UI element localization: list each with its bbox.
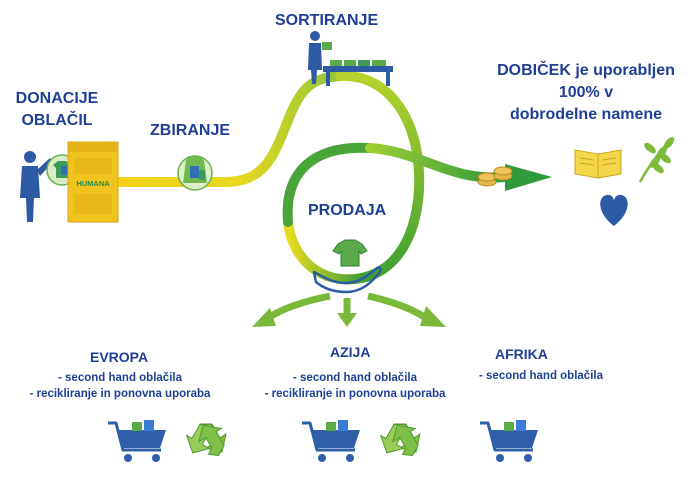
stage-donation-label: DONACIJE OBLAČIL [2, 88, 112, 132]
donor-person-icon [20, 151, 53, 222]
region-africa-name: AFRIKA [495, 346, 548, 362]
stage-profit-line3: dobrodelne namene [509, 106, 663, 123]
open-book-icon [574, 149, 622, 179]
region-asia-item: - recikliranje in ponovna uporaba [264, 388, 446, 400]
recycle-icon [379, 423, 421, 457]
region-africa-items: - second hand oblačila [466, 368, 616, 384]
arrow-to-africa [367, 292, 428, 321]
humana-container-icon: HUMANA [67, 141, 119, 223]
shopping-cart-icon [480, 420, 538, 462]
collection-bag-icon [177, 155, 213, 191]
region-africa-item: - second hand oblačila [479, 370, 603, 382]
stage-sales-label: PRODAJA [308, 202, 387, 219]
region-europe-item: - second hand oblačila [58, 372, 182, 384]
shopping-cart-icon [108, 420, 166, 462]
stage-profit-line2: 100% v [558, 84, 614, 101]
region-asia-item: - second hand oblačila [293, 372, 417, 384]
arrow-to-europe [266, 292, 331, 321]
region-europe-item: - recikliranje in ponovna uporaba [29, 388, 211, 400]
open-hand-icon [312, 266, 382, 294]
heart-icon [600, 194, 628, 226]
stage-donation-line2: OBLAČIL [21, 112, 93, 129]
stage-profit-line1: DOBIČEK je uporabljen [497, 62, 675, 79]
coins-icon [477, 166, 513, 187]
flow-path [110, 67, 552, 288]
tshirt-icon [332, 239, 368, 267]
distribution-arrows [252, 292, 446, 327]
shopping-cart-icon [302, 420, 360, 462]
region-asia-items: - second hand oblačila - recikliranje in… [243, 370, 467, 402]
wheat-icon [638, 137, 675, 183]
stage-collection-label: ZBIRANJE [150, 122, 231, 139]
container-label: HUMANA [76, 179, 110, 188]
stage-sorting-label: SORTIRANJE [275, 12, 379, 29]
sorting-table-icon [323, 60, 393, 86]
loop-top [282, 142, 375, 227]
loop-bottom [283, 217, 367, 285]
region-asia-name: AZIJA [330, 344, 371, 360]
sorting-worker-icon [308, 31, 332, 84]
region-europe-name: EVROPA [90, 349, 149, 365]
recycle-icon [185, 423, 227, 457]
exit-arrowhead [505, 164, 552, 191]
region-europe-items: - second hand oblačila - recikliranje in… [8, 370, 232, 402]
stage-donation-line1: DONACIJE [15, 90, 99, 107]
path-to-sorting [113, 71, 345, 187]
stage-profit-label: DOBIČEK je uporabljen 100% v dobrodelne … [474, 60, 698, 126]
